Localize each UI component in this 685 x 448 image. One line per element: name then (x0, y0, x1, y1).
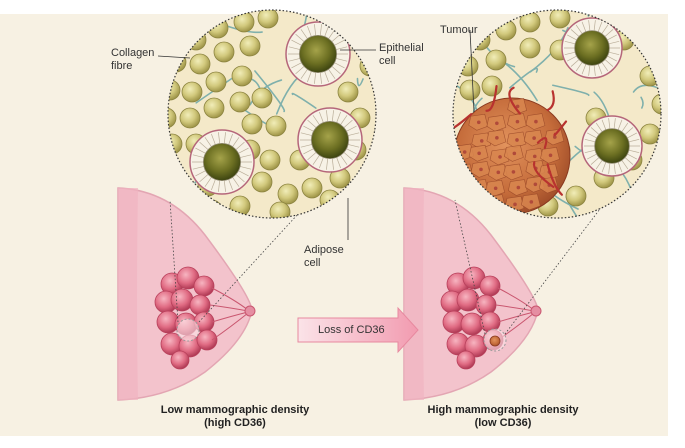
tumour-nucleus (532, 154, 537, 159)
epithelial-duct (189, 129, 255, 195)
collagen-fibre (254, 70, 286, 113)
tumour-nucleus (548, 153, 553, 158)
blood-vessel (485, 85, 498, 112)
adipose-cell (205, 71, 227, 93)
label-tumour: Tumour (440, 24, 478, 36)
tumour-nucleus (495, 136, 499, 140)
tumour-nucleus (534, 119, 538, 124)
adipose-cell (203, 97, 225, 119)
tumour-nucleus (512, 151, 517, 156)
adipose-cell (639, 123, 661, 145)
tumour-nucleus (477, 151, 481, 156)
tumour-nucleus (516, 185, 521, 190)
epithelial-duct (561, 17, 623, 79)
caption-left: Low mammographic density(high CD36) (160, 404, 310, 429)
adipose-cell (229, 91, 251, 113)
tumour-nucleus (515, 138, 519, 142)
adipose-cell (301, 177, 323, 199)
blood-vessel (553, 120, 568, 137)
adipose-cell (337, 81, 359, 103)
collagen-fibre (505, 63, 538, 102)
tumour-nucleus (479, 167, 483, 172)
adipose-cell (251, 171, 273, 193)
tumour-nucleus (495, 121, 499, 126)
adipose-cell (651, 93, 661, 115)
collagen-fibre (291, 92, 317, 109)
collagen-fibre (640, 96, 644, 109)
epithelial-duct (581, 115, 643, 177)
adipose-cell (231, 65, 253, 87)
adipose-cell (181, 81, 203, 103)
tumour-nucleus (515, 119, 520, 124)
tumour-nucleus (479, 139, 484, 143)
tumour-nucleus (529, 200, 534, 204)
right-small-tumour (489, 335, 501, 347)
adipose-cell (269, 201, 291, 218)
blood-vessel (532, 161, 555, 189)
adipose-cell (251, 87, 273, 109)
left-nipple (244, 305, 256, 317)
blood-vessel (536, 136, 548, 150)
blood-vessel (508, 86, 522, 115)
adipose-cell (459, 79, 481, 101)
tumour-nucleus (462, 150, 467, 154)
adipose-cell (213, 41, 235, 63)
tumour-mass (453, 85, 571, 215)
right-magnified-view (452, 9, 662, 219)
collagen-fibre (552, 84, 590, 97)
left-lobules (154, 266, 218, 370)
caption-right: High mammographic density(low CD36) (427, 404, 579, 429)
arrow-shape (297, 306, 419, 354)
tumour-nucleus (498, 155, 502, 159)
adipose-cell (179, 107, 201, 129)
collagen-leader (157, 55, 191, 59)
adipose-cell (277, 183, 299, 205)
adipose-cell (241, 113, 263, 135)
tumour-nucleus (553, 135, 557, 139)
adipose-cell (485, 49, 507, 71)
tumour-nucleus (533, 182, 538, 187)
adipose-cell (481, 75, 503, 97)
blood-vessel (546, 90, 555, 112)
tumour-nucleus (493, 186, 498, 191)
tumour-nucleus (476, 120, 481, 125)
right-breast (403, 129, 661, 401)
adipose-cell (259, 149, 281, 171)
adipose-cell (239, 35, 261, 57)
arrow-label: Loss of CD36 (318, 324, 385, 336)
right-nipple (530, 305, 542, 317)
tumour-nucleus (515, 104, 520, 109)
blood-vessel (546, 163, 563, 196)
tumour-nucleus (496, 170, 501, 175)
adipose-cell (189, 53, 211, 75)
tumour-nucleus (532, 136, 536, 140)
adipose-cell (519, 37, 541, 59)
adipose-cell (565, 185, 587, 207)
adipose-cell (257, 10, 279, 29)
adipose-cell (168, 107, 177, 129)
epithelial-duct (285, 21, 351, 87)
adipose-cell (549, 10, 571, 29)
collagen-fibre (356, 77, 364, 87)
adipose-cell (265, 115, 287, 137)
left-breast (117, 129, 376, 401)
tumour-nucleus (513, 202, 517, 207)
tumour-leader (469, 29, 475, 113)
left-zoom-spot (176, 318, 200, 342)
epithelial-duct (297, 107, 363, 173)
tumour-nucleus (511, 170, 516, 174)
